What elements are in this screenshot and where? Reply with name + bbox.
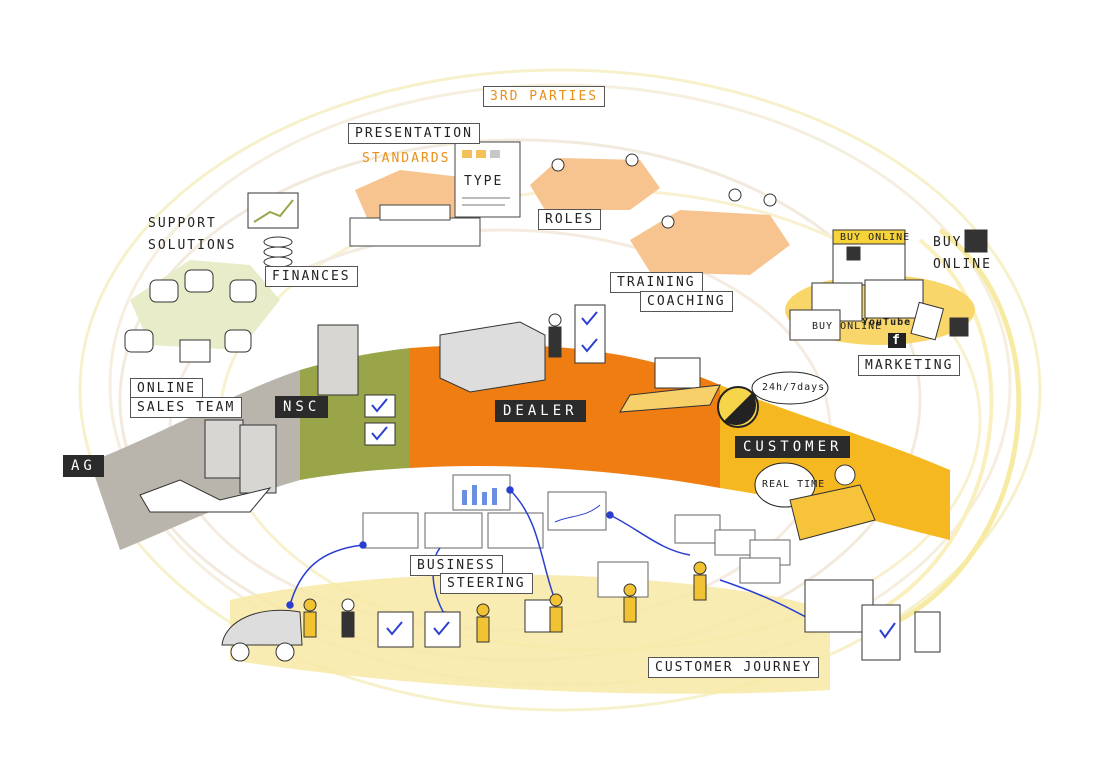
journey-items (221, 579, 941, 662)
presentation-label: PRESENTATION (348, 123, 480, 144)
people (303, 153, 777, 643)
marketing-screens (789, 229, 988, 341)
podium (349, 217, 481, 247)
customer-couch (789, 484, 876, 541)
buy-label: BUY (933, 235, 963, 250)
nsc-building (317, 324, 396, 446)
marketing-label: MARKETING (858, 355, 961, 376)
dealer-showroom (439, 304, 721, 413)
support-label: SUPPORT (148, 216, 217, 231)
sales-team-label: SALES TEAM (130, 397, 243, 418)
finances-chart (247, 192, 299, 268)
real-time-bubble (754, 462, 816, 508)
type-label: TYPE (464, 174, 504, 189)
ag-label: AG (63, 455, 104, 477)
ag-buildings (139, 419, 277, 513)
buy-online-screen-text: BUY ONLINE (840, 232, 911, 243)
online-sales-label: ONLINE (130, 378, 203, 399)
training-hexagon (630, 210, 790, 275)
business-label: BUSINESS (410, 555, 503, 576)
customer-journey-label: CUSTOMER JOURNEY (648, 657, 820, 678)
training-label: TRAINING (610, 272, 703, 293)
third-parties-label: 3RD PARTIES (483, 86, 606, 107)
customer-label: CUSTOMER (735, 436, 851, 458)
real-time-text: REAL TIME (762, 479, 826, 490)
online-label: ONLINE (933, 257, 992, 272)
finances-label: FINANCES (265, 266, 358, 287)
youtube-icon: YouTube (862, 317, 912, 328)
steering-label: STEERING (440, 573, 533, 594)
customer-segment (720, 385, 950, 540)
facebook-icon: f (888, 333, 906, 348)
solutions-label: SOLUTIONS (148, 238, 237, 253)
coaching-label: COACHING (640, 291, 733, 312)
standards-label: STANDARDS (362, 151, 451, 166)
nsc-label: NSC (275, 396, 329, 418)
buy-online-brochure-text: BUY ONLINE (812, 321, 883, 332)
dealer-label: DEALER (495, 400, 586, 422)
ag-segment (90, 370, 300, 550)
roles-hexagon (530, 158, 660, 210)
availability-bubble (751, 371, 829, 405)
support-hub (124, 269, 257, 363)
availability-text: 24h/7days (762, 382, 826, 393)
roles-label: ROLES (538, 209, 602, 230)
